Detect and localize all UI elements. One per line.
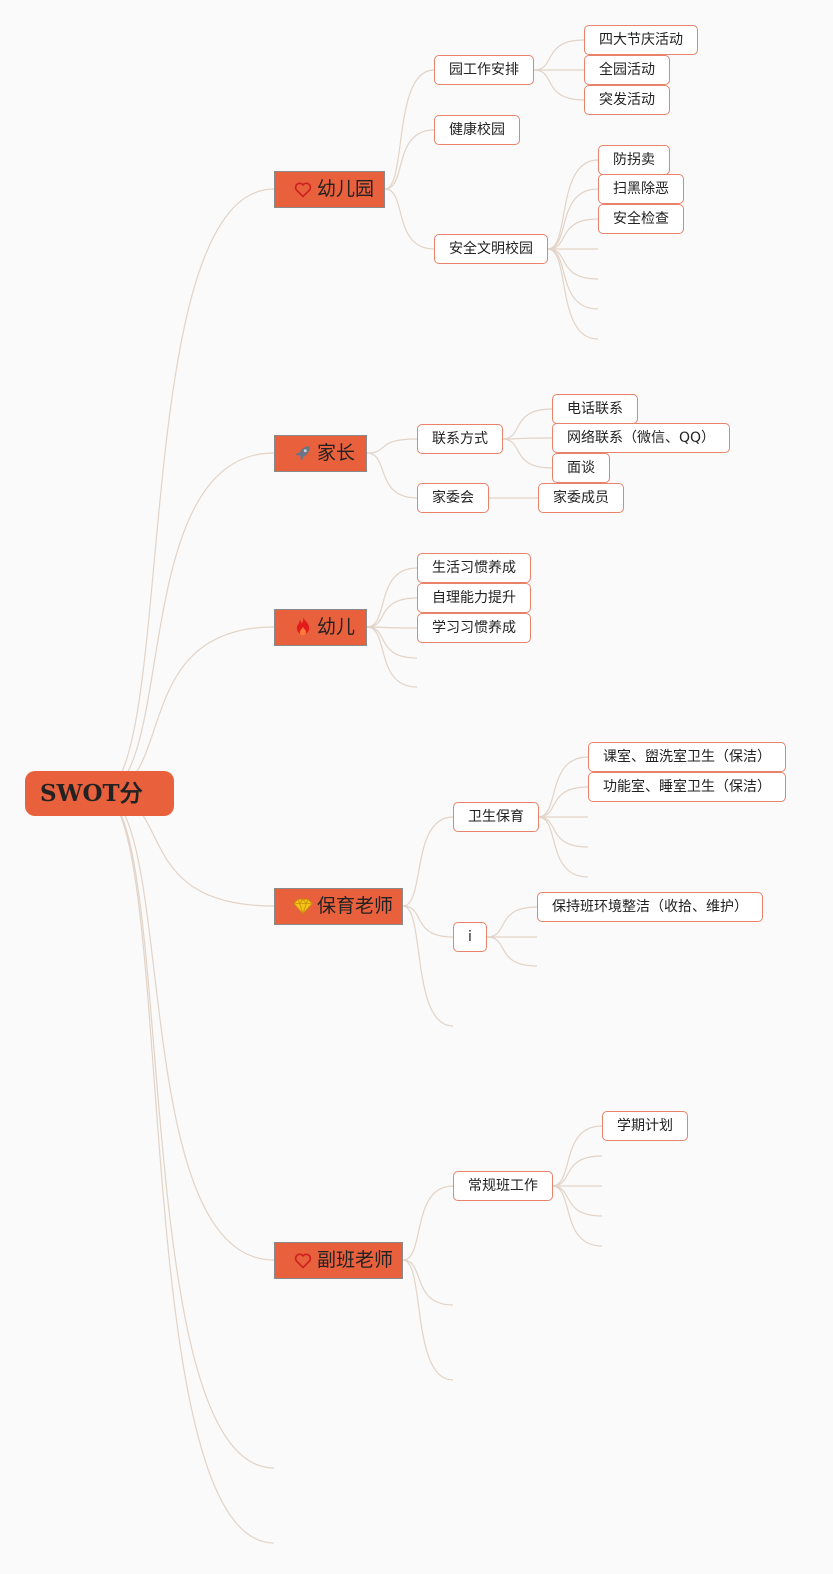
connector-line [402, 816, 454, 907]
topic-life-habits[interactable]: 生活习惯养成 [417, 553, 531, 583]
connector-line [547, 248, 599, 280]
branch-assistant-teacher[interactable]: 副班老师 [274, 1242, 403, 1279]
root-node[interactable]: SWOT分 [25, 771, 174, 816]
rocket-icon [292, 437, 314, 472]
connector-line [547, 248, 599, 340]
connector-line [547, 159, 599, 250]
diamond-icon [292, 890, 314, 925]
leaf-keep-class-clean[interactable]: 保持班环境整洁（收拾、维护） [537, 892, 763, 922]
connector-line [366, 626, 418, 659]
topic-self-care[interactable]: 自理能力提升 [417, 583, 531, 613]
connector-line [551, 1125, 603, 1187]
connector-line [501, 408, 553, 440]
connector-line [366, 626, 418, 629]
connector-line [501, 437, 553, 440]
connector-line [99, 188, 275, 794]
topic-safe-campus[interactable]: 安全文明校园 [434, 234, 548, 264]
connector-line [402, 1259, 454, 1306]
connector-line [533, 69, 585, 101]
leaf-face-to-face[interactable]: 面谈 [552, 453, 610, 483]
heart-icon [292, 1244, 314, 1279]
connector-line [99, 792, 275, 1544]
leaf-online-contact[interactable]: 网络联系（微信、QQ） [552, 423, 731, 453]
connector-line [366, 452, 418, 499]
leaf-safety-check[interactable]: 安全检查 [598, 204, 684, 234]
connector-line [551, 1185, 603, 1247]
leaf-emergency-activity[interactable]: 突发活动 [584, 85, 670, 115]
connector-line [402, 1259, 454, 1381]
branch-label: 幼儿 [317, 616, 356, 638]
connector-line [533, 39, 585, 71]
leaf-committee-members[interactable]: 家委成员 [538, 483, 624, 513]
connector-line [486, 936, 538, 967]
connector-line [486, 906, 538, 938]
connector-line [501, 438, 553, 469]
topic-i[interactable]: i [453, 922, 487, 952]
connector-line [366, 567, 418, 628]
leaf-anti-abduction[interactable]: 防拐卖 [598, 145, 670, 175]
topic-parent-committee[interactable]: 家委会 [417, 483, 489, 513]
leaf-function-room-hygiene[interactable]: 功能室、睡室卫生（保洁） [588, 772, 786, 802]
leaf-four-festivals[interactable]: 四大节庆活动 [584, 25, 698, 55]
connector-line [99, 792, 275, 1469]
connector-line [99, 792, 275, 1261]
branch-nursery-teacher[interactable]: 保育老师 [274, 888, 403, 925]
leaf-anti-crime[interactable]: 扫黑除恶 [598, 174, 684, 204]
branch-label: 家长 [317, 442, 356, 464]
topic-study-habits[interactable]: 学习习惯养成 [417, 613, 531, 643]
connector-line [551, 1185, 603, 1217]
leaf-whole-school-activity[interactable]: 全园活动 [584, 55, 670, 85]
connector-line [99, 626, 275, 794]
connector-line [384, 129, 435, 190]
topic-work-arrangement[interactable]: 园工作安排 [434, 55, 534, 85]
connector-line [547, 188, 599, 250]
connector-line [537, 816, 589, 878]
connector-line [384, 188, 435, 250]
topic-hygiene-care[interactable]: 卫生保育 [453, 802, 539, 832]
fire-icon [292, 611, 314, 646]
topic-routine-class-work[interactable]: 常规班工作 [453, 1171, 553, 1201]
connector-line [366, 597, 418, 628]
branch-label: 保育老师 [317, 895, 394, 917]
branch-children[interactable]: 幼儿 [274, 609, 367, 646]
branch-label: 幼儿园 [317, 178, 375, 200]
topic-contact-methods[interactable]: 联系方式 [417, 424, 503, 454]
connector-line [537, 786, 589, 818]
leaf-semester-plan[interactable]: 学期计划 [602, 1111, 688, 1141]
connector-line [402, 905, 454, 1027]
topic-healthy-campus[interactable]: 健康校园 [434, 115, 520, 145]
connector-line [537, 756, 589, 818]
leaf-phone-contact[interactable]: 电话联系 [552, 394, 638, 424]
connector-line [366, 438, 418, 454]
heart-icon [292, 173, 314, 208]
branch-kindergarten[interactable]: 幼儿园 [274, 171, 385, 208]
connector-line [384, 69, 435, 190]
connector-line [99, 452, 275, 794]
connector-line [402, 905, 454, 938]
connector-line [402, 1185, 454, 1261]
branch-label: 副班老师 [317, 1249, 394, 1271]
connector-line [366, 626, 418, 688]
connector-line [547, 218, 599, 250]
branch-parents[interactable]: 家长 [274, 435, 367, 472]
connector-line [551, 1155, 603, 1187]
connector-line [537, 816, 589, 848]
leaf-classroom-hygiene[interactable]: 课室、盥洗室卫生（保洁） [588, 742, 786, 772]
